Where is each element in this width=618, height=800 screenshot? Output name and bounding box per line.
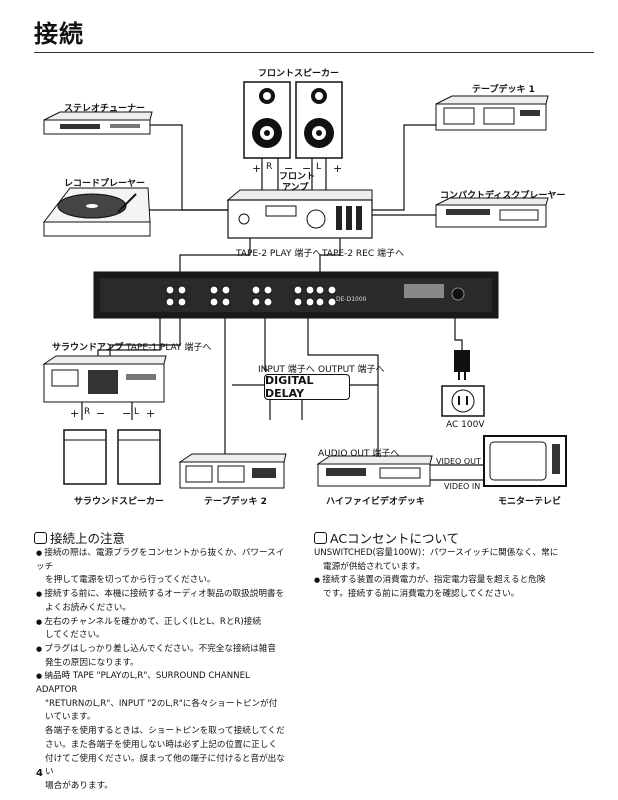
front-right-minus-label: − (302, 162, 312, 175)
digital-delay-box: DIGITAL DELAY (264, 374, 350, 400)
stereo-tuner-icon (43, 111, 153, 135)
surround-right-minus-label: − (122, 407, 132, 420)
connection-diagram (42, 81, 567, 489)
front-left-minus-label: − (284, 162, 294, 175)
surround-amp-icon (42, 355, 167, 403)
heading-box-icon (34, 532, 47, 544)
monitor-tv-label: モニターテレビ (498, 497, 562, 507)
note-line: を押して電源を切ってから行ってください。 (45, 575, 216, 586)
surround-left-minus-label: − (96, 407, 106, 420)
front-speaker-left-icon (243, 81, 291, 159)
video-in-label: VIDEO IN (444, 482, 481, 491)
surround-amp-label: サラウンドアンプ (52, 343, 124, 353)
front-r-label: R (266, 162, 273, 172)
note-line: 接続の際は、電源プラグをコンセントから抜くか、パワースイッチ (36, 547, 292, 574)
ac-outlet-notes-list: UNSWITCHED(容量100W)：パワースイッチに関係なく、常に 電源が供給… (314, 547, 584, 602)
compact-disc-player-label: コンパクトディスクプレーヤー (440, 191, 566, 201)
front-speaker-right-icon (295, 81, 343, 159)
ac-outlet-icon (441, 385, 485, 417)
surround-left-plus-label: + (70, 407, 80, 420)
monitor-tv-icon (483, 435, 567, 487)
page-number: 4 (36, 768, 43, 779)
power-plug-icon (454, 350, 470, 380)
note-line: "RETURNのL,R"、INPUT "2のL,R"に各々ショートピンが付 (45, 698, 278, 709)
note-line: 場合があります。 (45, 780, 113, 791)
output-to-label: OUTPUT 端子へ (318, 365, 385, 375)
ac-outlet-notes-heading: ACコンセントについて (314, 528, 459, 547)
front-l-label: L (316, 162, 322, 172)
unit-model-label: DE-D1000 (336, 296, 367, 303)
main-unit-rear-panel-icon (93, 271, 499, 319)
tape2-rec-label: TAPE-2 REC 端子へ (322, 249, 404, 259)
compact-disc-player-icon (435, 197, 549, 228)
note-line: よくお読みください。 (45, 602, 131, 613)
tape-deck-1-icon (435, 95, 549, 131)
surround-right-plus-label: + (146, 407, 156, 420)
title-rule (34, 52, 594, 53)
tape2-play-label: TAPE-2 PLAY 端子へ (236, 249, 322, 259)
note-line: 接続する装置の消費電力が、指定電力容量を超えると危険 (314, 574, 584, 588)
audio-out-label: AUDIO OUT 端子へ (318, 449, 400, 459)
tape1-play-label: TAPE-1 PLAY 端子へ (126, 343, 212, 353)
hifi-video-deck-label: ハイファイビデオデッキ (326, 497, 425, 507)
note-line: 左右のチャンネルを確かめて、正しく(LとL、RとR)接続 (36, 616, 292, 630)
tape-deck-2-icon (178, 453, 287, 489)
tape-deck-1-label: テープデッキ 1 (472, 85, 535, 95)
connection-notes-list: 接続の際は、電源プラグをコンセントから抜くか、パワースイッチ を押して電源を切っ… (36, 547, 292, 794)
note-line: 付けてご使用ください。誤まって他の端子に付けると音が出ない (45, 753, 285, 778)
front-amplifier-icon (226, 189, 373, 239)
stereo-tuner-label: ステレオチューナー (64, 104, 146, 114)
front-right-plus-label: + (333, 162, 343, 175)
note-line: 発生の原因になります。 (45, 657, 139, 668)
video-out-label: VIDEO OUT (436, 457, 481, 466)
front-speaker-label: フロントスピーカー (258, 69, 340, 79)
page-title: 接続 (34, 20, 84, 48)
note-line: さい。また各端子を使用しない時は必ず上記の位置に正しく (45, 739, 278, 750)
input-to-label: INPUT 端子へ (258, 365, 315, 375)
note-line: してください。 (45, 630, 105, 641)
surround-speaker-left-icon (63, 429, 107, 485)
note-line: いています。 (45, 712, 96, 723)
surround-r-label: R (84, 407, 91, 417)
surround-speaker-right-icon (117, 429, 161, 485)
note-line: 各端子を使用するときは、ショートピンを取って接続してくだ (45, 726, 285, 737)
note-line: プラグはしっかり差し込んでください。不完全な接続は雑音 (36, 643, 292, 657)
note-line: UNSWITCHED(容量100W)：パワースイッチに関係なく、常に (314, 548, 559, 558)
surround-l-label: L (134, 407, 140, 417)
record-player-label: レコードプレーヤー (64, 179, 146, 189)
note-line: 納品時 TAPE "PLAYのL,R"、SURROUND CHANNEL ADA… (36, 670, 292, 697)
note-line: です。接続する前に消費電力を確認してください。 (323, 589, 520, 600)
front-left-plus-label: + (252, 162, 262, 175)
record-player-icon (42, 187, 151, 237)
note-line: 接続する前に、本機に接続するオーディオ製品の取扱説明書を (36, 588, 292, 602)
note-line: 電源が供給されています。 (323, 561, 426, 572)
front-amp-label-1: フロント (279, 172, 316, 182)
hifi-video-deck-icon (316, 455, 433, 487)
surround-speaker-label: サラウンドスピーカー (74, 497, 165, 507)
connection-notes-heading: 接続上の注意 (34, 528, 125, 547)
ac-100v-label: AC 100V (446, 420, 485, 430)
tape-deck-2-label: テープデッキ 2 (204, 497, 267, 507)
front-amp-label-2: アンプ (282, 183, 309, 193)
heading-box-icon (314, 532, 327, 544)
